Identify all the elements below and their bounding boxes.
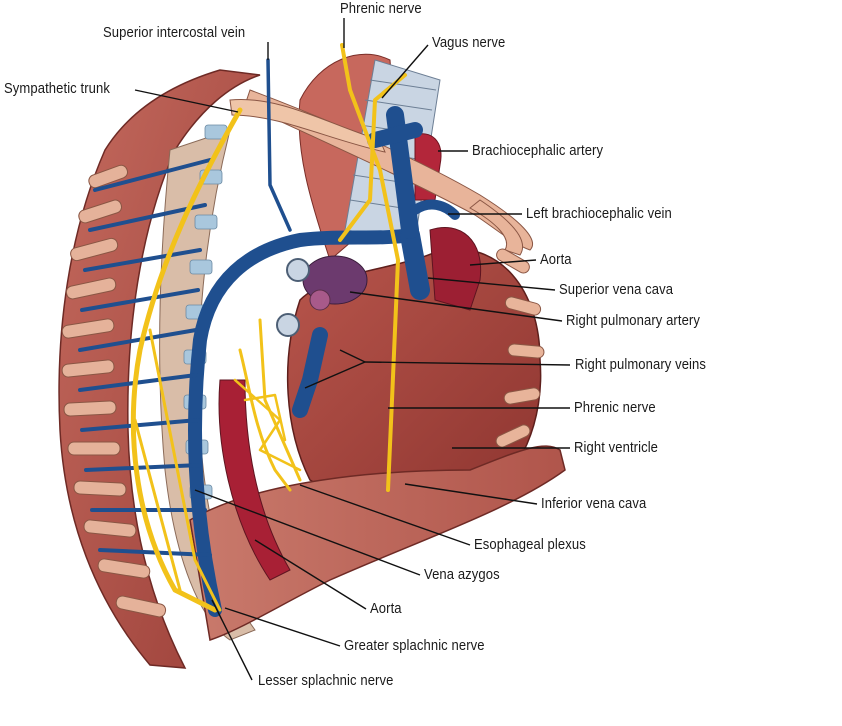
posterior-ribs [61,164,167,618]
chest-wall [58,69,261,669]
nerves [130,43,407,613]
label-aorta-bottom: Aorta [370,601,402,617]
aorta-shape [429,226,482,311]
label-right-pulmonary-artery: Right pulmonary artery [566,313,700,329]
label-aorta-right: Aorta [540,252,572,268]
label-vena-azygos: Vena azygos [424,567,500,583]
leader-lines [134,18,571,681]
descending-aorta [218,379,291,581]
label-left-brachiocephalic-vein: Left brachiocephalic vein [526,206,672,222]
label-phrenic-nerve-top: Phrenic nerve [340,1,422,17]
label-superior-intercostal-vein: Superior intercostal vein [103,25,246,41]
label-inferior-vena-cava: Inferior vena cava [541,496,647,512]
label-lesser-splachnic-nerve: Lesser splachnic nerve [258,673,394,689]
label-greater-splachnic-nerve: Greater splachnic nerve [344,638,485,654]
label-superior-vena-cava: Superior vena cava [559,282,674,298]
veins [78,58,460,617]
label-right-pulmonary-veins: Right pulmonary veins [575,357,707,373]
label-sympathetic-trunk: Sympathetic trunk [4,81,110,97]
label-brachiocephalic-artery: Brachiocephalic artery [472,143,604,159]
label-vagus-nerve: Vagus nerve [432,35,506,51]
label-right-ventricle: Right ventricle [574,440,659,456]
label-esophageal-plexus: Esophageal plexus [474,537,586,553]
label-phrenic-nerve: Phrenic nerve [574,400,656,416]
